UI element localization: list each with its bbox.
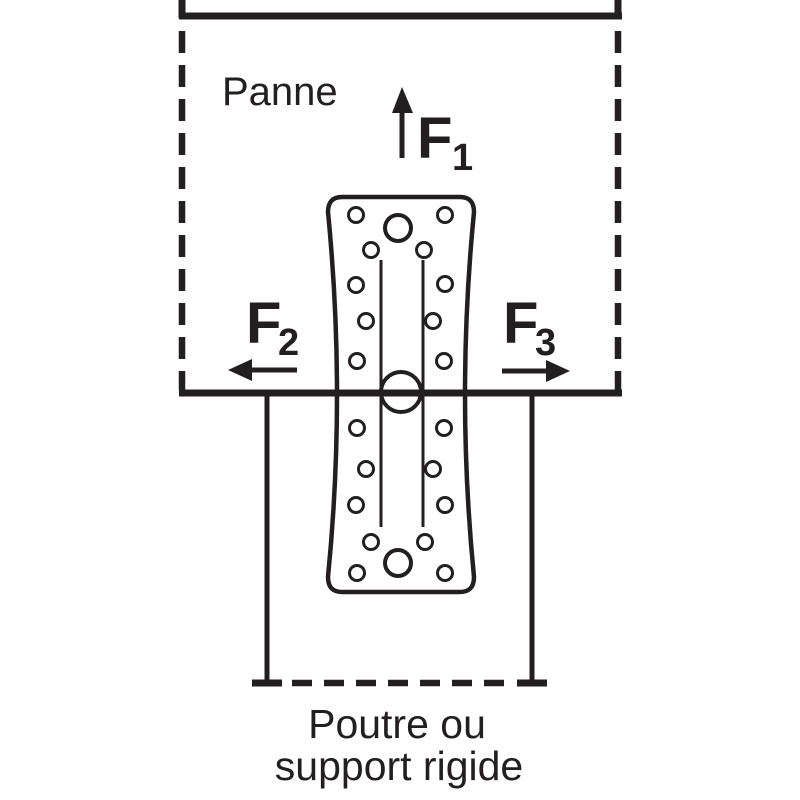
f3-subscript: 3 xyxy=(535,322,556,364)
nail-hole xyxy=(347,276,365,294)
force-f1: F 1 xyxy=(392,87,473,179)
nail-hole xyxy=(435,419,453,437)
nail-hole xyxy=(415,241,433,259)
arrow-up-icon xyxy=(392,87,413,113)
nail-hole xyxy=(362,533,380,551)
bolt-hole-top xyxy=(383,213,413,243)
nail-hole xyxy=(416,533,434,551)
arrow-right-icon xyxy=(546,360,570,382)
nail-hole xyxy=(357,460,375,478)
nail-hole xyxy=(347,206,365,224)
nail-hole xyxy=(348,419,366,437)
nail-hole xyxy=(435,352,453,370)
support-label-line2: support rigide xyxy=(275,743,523,789)
nail-hole xyxy=(436,564,454,582)
nail-hole xyxy=(348,352,366,370)
f3-label: F xyxy=(503,291,538,356)
support-label-line1: Poutre ou xyxy=(308,701,486,747)
nail-hole xyxy=(348,564,366,582)
purlin-label: Panne xyxy=(222,70,338,114)
nail-hole xyxy=(436,496,454,514)
nail-hole xyxy=(424,460,442,478)
f1-subscript: 1 xyxy=(452,137,473,179)
force-f2: F 2 xyxy=(228,291,299,381)
f2-subscript: 2 xyxy=(278,322,299,364)
f1-label: F xyxy=(417,106,452,171)
f2-label: F xyxy=(246,291,281,356)
arrow-left-icon xyxy=(228,359,252,381)
nail-hole xyxy=(436,206,454,224)
purlin-outline xyxy=(178,0,622,390)
support-outline xyxy=(252,396,547,687)
nail-hole xyxy=(436,275,454,293)
bolt-hole-bottom xyxy=(383,548,413,578)
plate-outline xyxy=(325,194,477,595)
force-f3: F 3 xyxy=(502,291,570,382)
nail-hole xyxy=(357,312,375,330)
nail-hole xyxy=(347,496,365,514)
nail-hole xyxy=(362,241,380,259)
nail-hole xyxy=(424,312,442,330)
